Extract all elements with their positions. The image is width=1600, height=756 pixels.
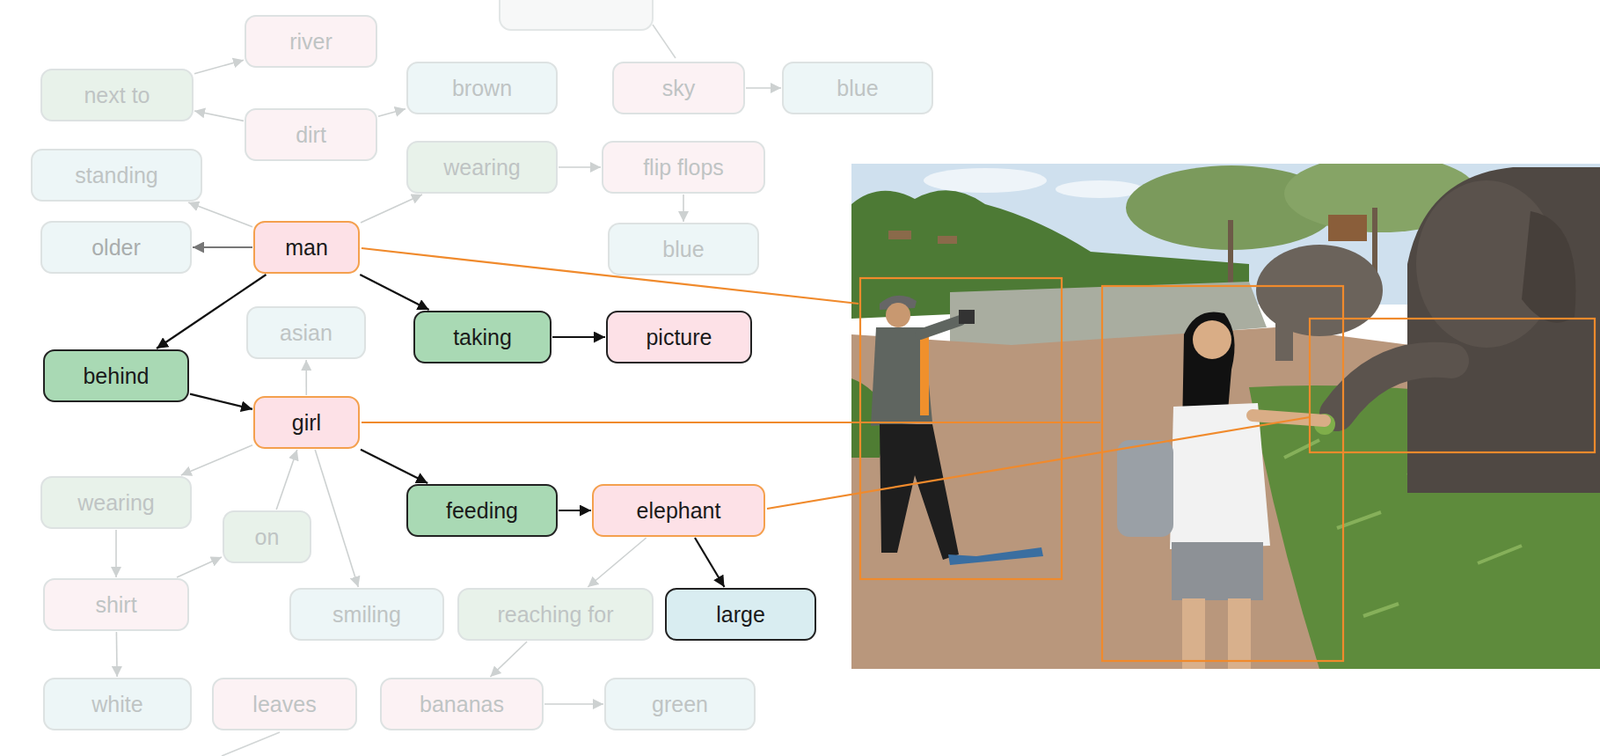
relation-arrow — [745, 87, 782, 89]
node-label: asian — [279, 321, 333, 344]
leader-line — [767, 416, 1310, 509]
object-node: dirt — [244, 108, 378, 161]
attribute-node: brown — [406, 61, 558, 115]
node-label: picture — [645, 326, 712, 349]
relation-arrow — [276, 449, 298, 510]
node-label: smiling — [332, 603, 402, 626]
node-label: dirt — [295, 124, 327, 147]
object-node: girl — [253, 395, 360, 449]
node-label: flip flops — [642, 156, 724, 179]
node-label: reaching for — [496, 603, 614, 626]
node-label: large — [715, 603, 766, 626]
object-node: sky — [612, 61, 746, 115]
node-label: feeding — [445, 499, 519, 522]
attribute-node: green — [604, 677, 756, 731]
object-node: man — [253, 220, 360, 274]
relationship-node: taking — [413, 310, 552, 364]
node-label: white — [91, 693, 143, 716]
object-node: flip flops — [601, 140, 766, 194]
attribute-node: standing — [30, 148, 203, 202]
node-label: bananas — [419, 693, 505, 716]
relation-arrow — [194, 59, 244, 74]
relation-arrow — [188, 202, 253, 227]
node-label: behind — [82, 365, 149, 388]
attribute-node: smiling — [289, 587, 445, 641]
node-label: leaves — [252, 693, 316, 716]
node-label: girl — [292, 411, 322, 434]
relationship-node: wearing — [40, 475, 192, 529]
attribute-node: large — [664, 587, 817, 641]
relation-arrow — [181, 445, 253, 475]
relation-arrow — [378, 109, 406, 117]
photo — [851, 163, 1600, 669]
relation-arrow — [489, 641, 527, 677]
relation-arrow — [587, 537, 646, 587]
node-label: shirt — [94, 593, 137, 616]
relation-arrow — [194, 110, 244, 121]
relation-arrow — [359, 274, 429, 310]
node-label: sky — [662, 77, 696, 100]
node-label: wearing — [443, 156, 521, 179]
relationship-node: feeding — [406, 483, 558, 537]
node-label: blue — [662, 238, 704, 261]
node-label: taking — [452, 326, 512, 349]
relationship-node: next to — [40, 68, 194, 122]
relation-arrow — [552, 336, 606, 338]
bounding-box — [1102, 285, 1344, 661]
node-label: older — [91, 236, 141, 259]
faded-link — [652, 24, 676, 59]
relationship-node: wearing — [406, 140, 558, 194]
object-node: elephant — [591, 483, 766, 537]
node-label: wearing — [77, 491, 155, 514]
relation-arrow — [192, 246, 253, 249]
node-label: river — [289, 30, 333, 53]
attribute-node: older — [40, 220, 192, 274]
faded-link — [221, 731, 280, 756]
relation-arrow — [360, 449, 428, 483]
relation-arrow — [314, 449, 358, 587]
attribute-node: white — [43, 677, 192, 731]
object-node: leaves — [211, 677, 358, 731]
relation-arrow — [558, 509, 592, 512]
bounding-box — [860, 277, 1062, 579]
object-node: bananas — [379, 677, 544, 731]
node-label: brown — [452, 77, 512, 100]
node-label: standing — [74, 164, 159, 187]
relation-arrow — [544, 702, 604, 705]
relation-arrow — [682, 194, 685, 222]
relation-arrow — [558, 166, 601, 169]
relation-arrow — [189, 394, 253, 410]
bounding-box — [1309, 318, 1595, 453]
relation-arrow — [115, 529, 117, 578]
node-label: on — [255, 526, 280, 548]
node-label: green — [651, 693, 709, 716]
relation-arrow — [305, 359, 307, 395]
attribute-node: asian — [246, 306, 366, 359]
attribute-node: blue — [781, 61, 934, 115]
relationship-node: on — [222, 510, 312, 563]
object-node: river — [244, 14, 378, 68]
relation-arrow — [176, 556, 222, 578]
relation-arrow — [360, 194, 423, 223]
relationship-node: behind — [43, 349, 190, 402]
relationship-node: reaching for — [457, 587, 654, 641]
attribute-node: blue — [607, 222, 760, 276]
faded-node-partial — [499, 0, 653, 30]
leader-line — [361, 421, 1101, 424]
node-label: man — [284, 236, 329, 259]
node-label: blue — [836, 77, 878, 100]
node-label: next to — [83, 84, 150, 107]
object-node: picture — [606, 310, 753, 364]
node-label: elephant — [636, 499, 722, 522]
object-node: shirt — [43, 577, 190, 631]
relation-arrow — [694, 537, 725, 587]
relation-arrow — [116, 631, 118, 677]
